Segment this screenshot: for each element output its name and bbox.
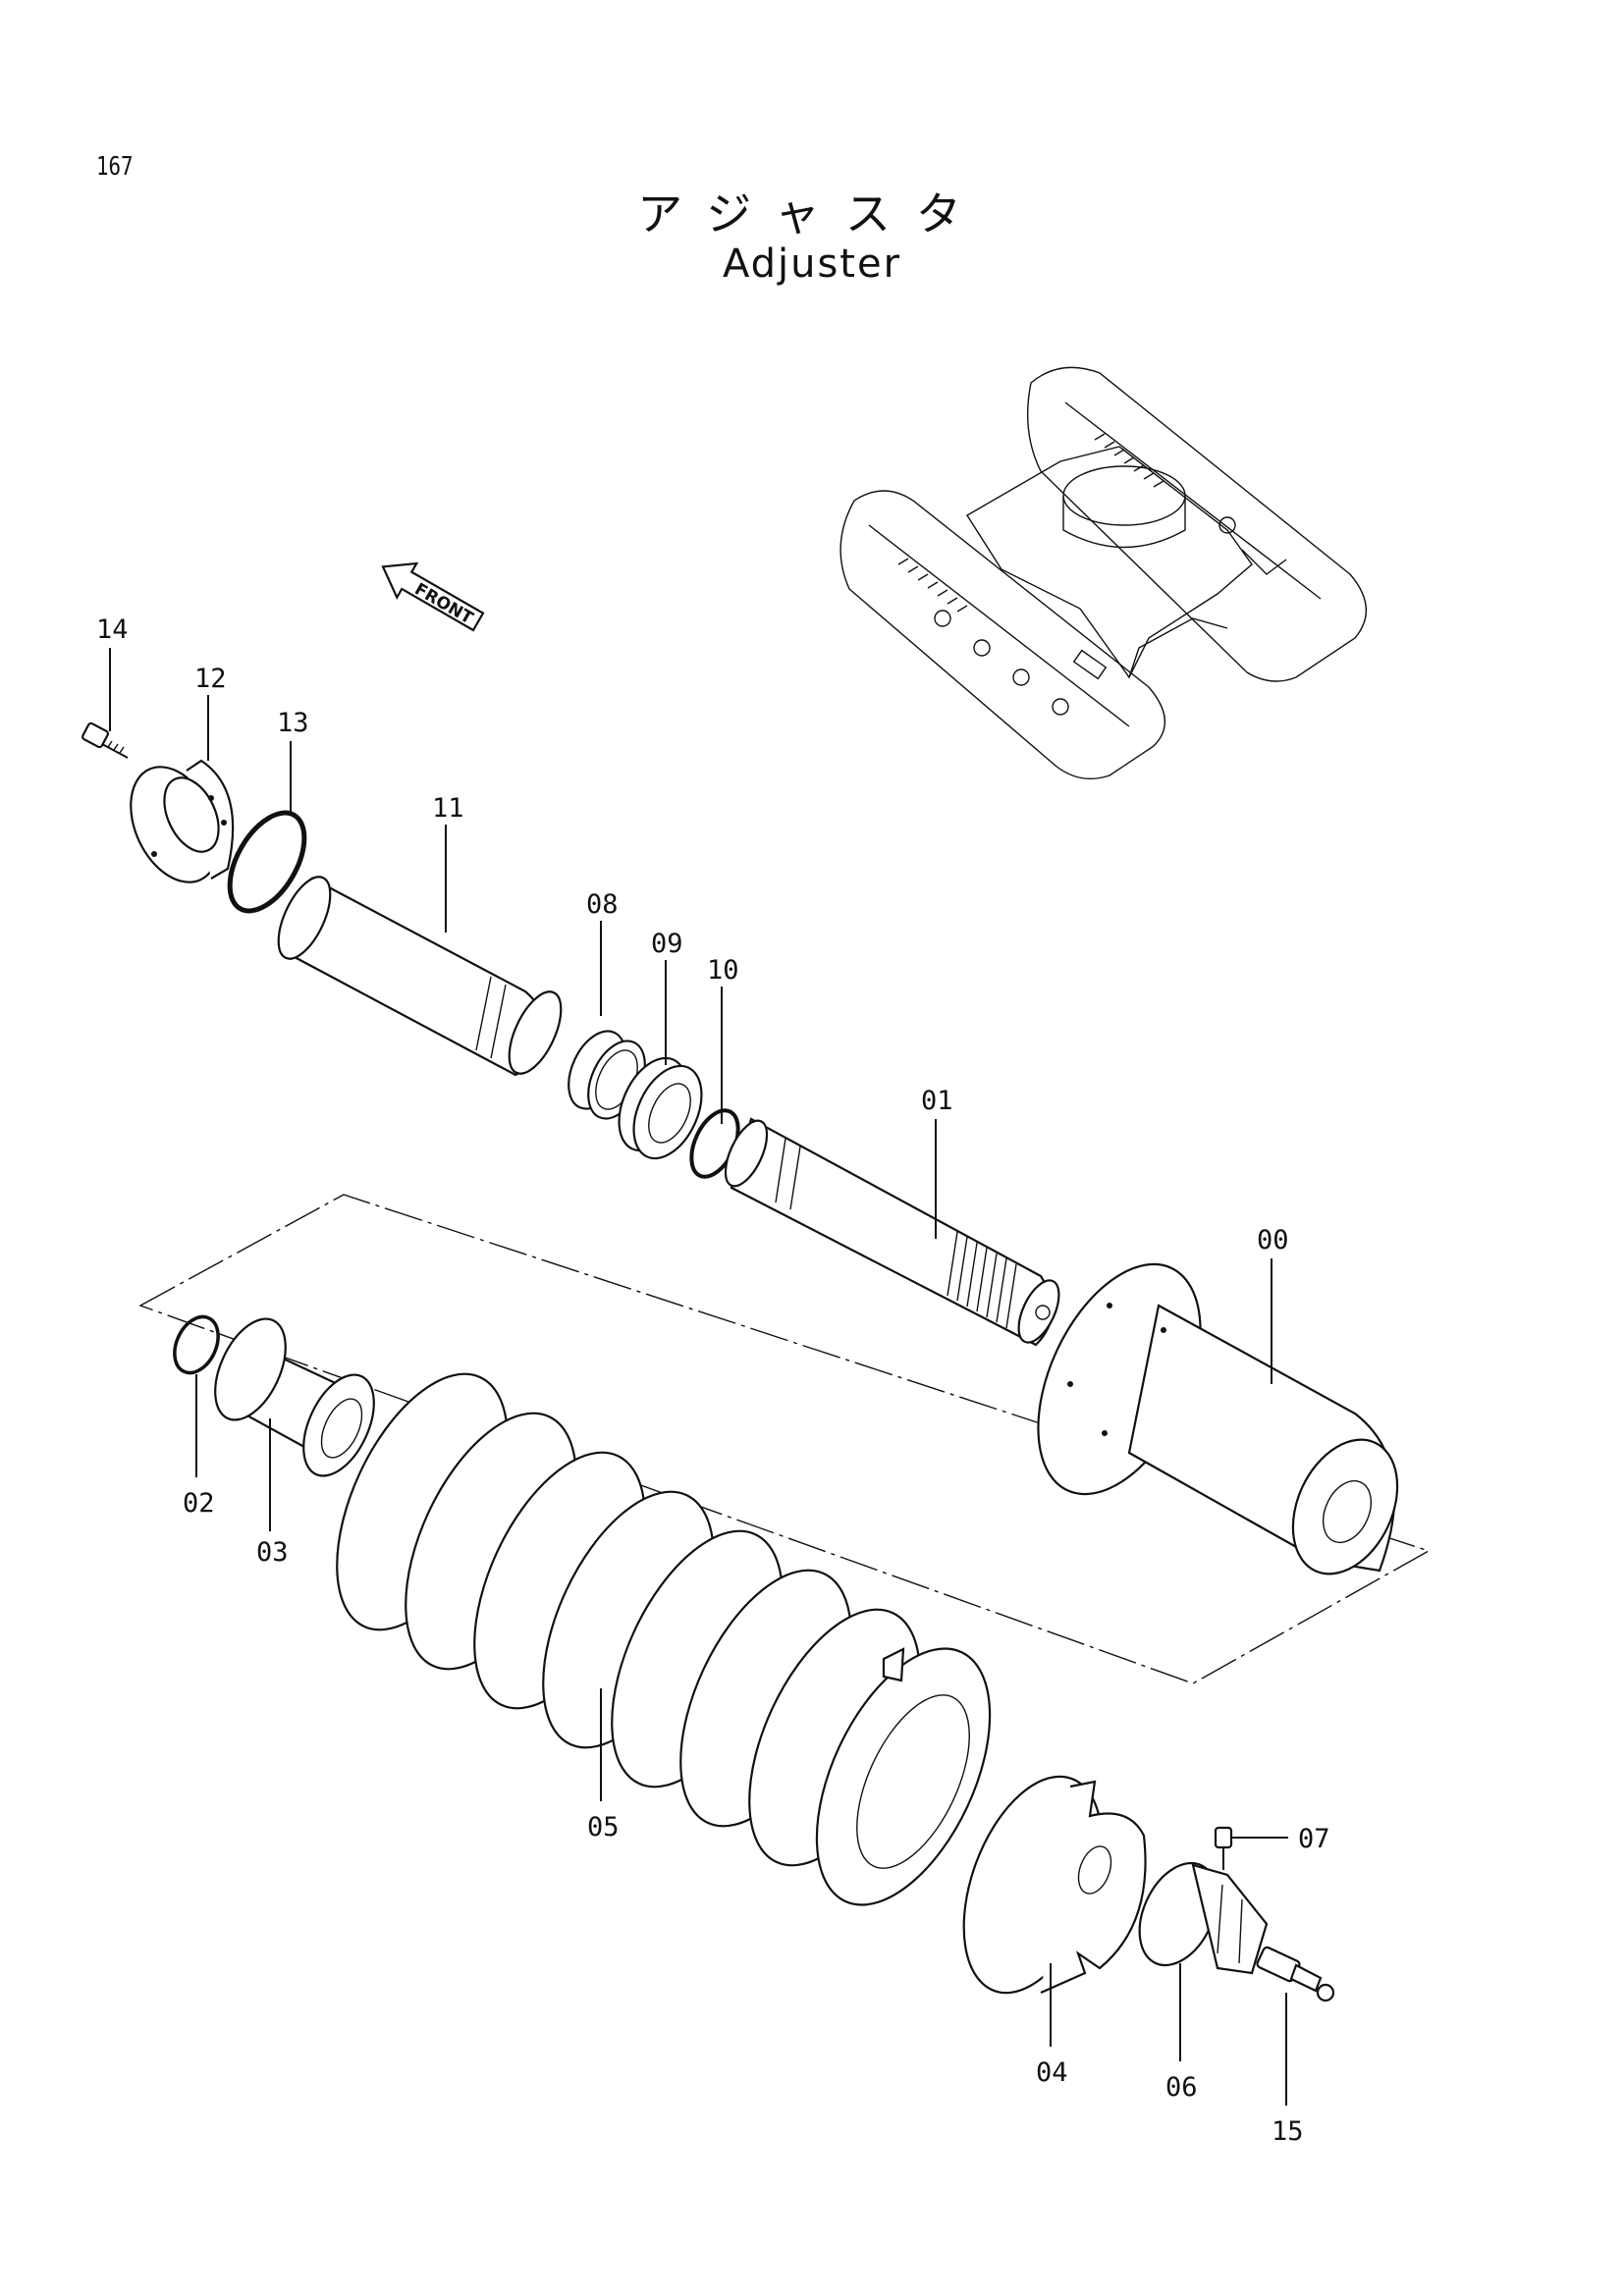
callout-02: 02	[183, 1488, 215, 1519]
part-09-seal	[618, 1056, 703, 1160]
part-01-piston-rod	[724, 1117, 1060, 1347]
part-14-bolt	[81, 721, 129, 759]
title-japanese: アジャスタ	[637, 187, 987, 240]
callout-08: 08	[586, 889, 619, 920]
assembly-outline	[138, 1194, 1431, 1684]
part-00-cylinder-body	[1037, 1262, 1399, 1575]
part-07-plug	[1214, 1826, 1233, 1870]
callout-05: 05	[587, 1812, 620, 1842]
callout-labels: 14 12 13 11 08 09 10 01 00 02 03 05 04 0…	[96, 614, 1330, 2147]
part-15-grease-fitting	[1256, 1946, 1335, 2002]
part-12-flange	[130, 759, 235, 883]
callout-11: 11	[432, 793, 464, 824]
part-03-sleeve	[214, 1317, 375, 1477]
leader-lines	[109, 648, 1288, 2106]
callout-03: 03	[256, 1537, 289, 1568]
page-number: 167	[96, 152, 134, 182]
part-11-cylinder	[277, 876, 563, 1077]
callout-13: 13	[277, 708, 309, 738]
front-direction-arrow: FRONT	[381, 561, 485, 632]
callout-09: 09	[651, 929, 683, 959]
part-05-spring	[336, 1372, 992, 1906]
callout-07: 07	[1298, 1824, 1330, 1854]
callout-10: 10	[707, 955, 739, 986]
part-02-o-ring	[173, 1314, 220, 1375]
part-06-nut	[1138, 1861, 1269, 1975]
callout-15: 15	[1272, 2116, 1304, 2147]
callout-00: 00	[1257, 1225, 1289, 1255]
part-13-o-ring	[227, 810, 307, 914]
callout-12: 12	[194, 664, 227, 694]
callout-06: 06	[1165, 2072, 1198, 2103]
title-english: Adjuster	[722, 241, 902, 287]
undercarriage-overview-illustration	[839, 366, 1368, 779]
callout-14: 14	[96, 614, 129, 645]
part-04-spring-seat	[962, 1775, 1147, 1995]
callout-01: 01	[921, 1086, 953, 1116]
callout-04: 04	[1036, 2057, 1068, 2088]
